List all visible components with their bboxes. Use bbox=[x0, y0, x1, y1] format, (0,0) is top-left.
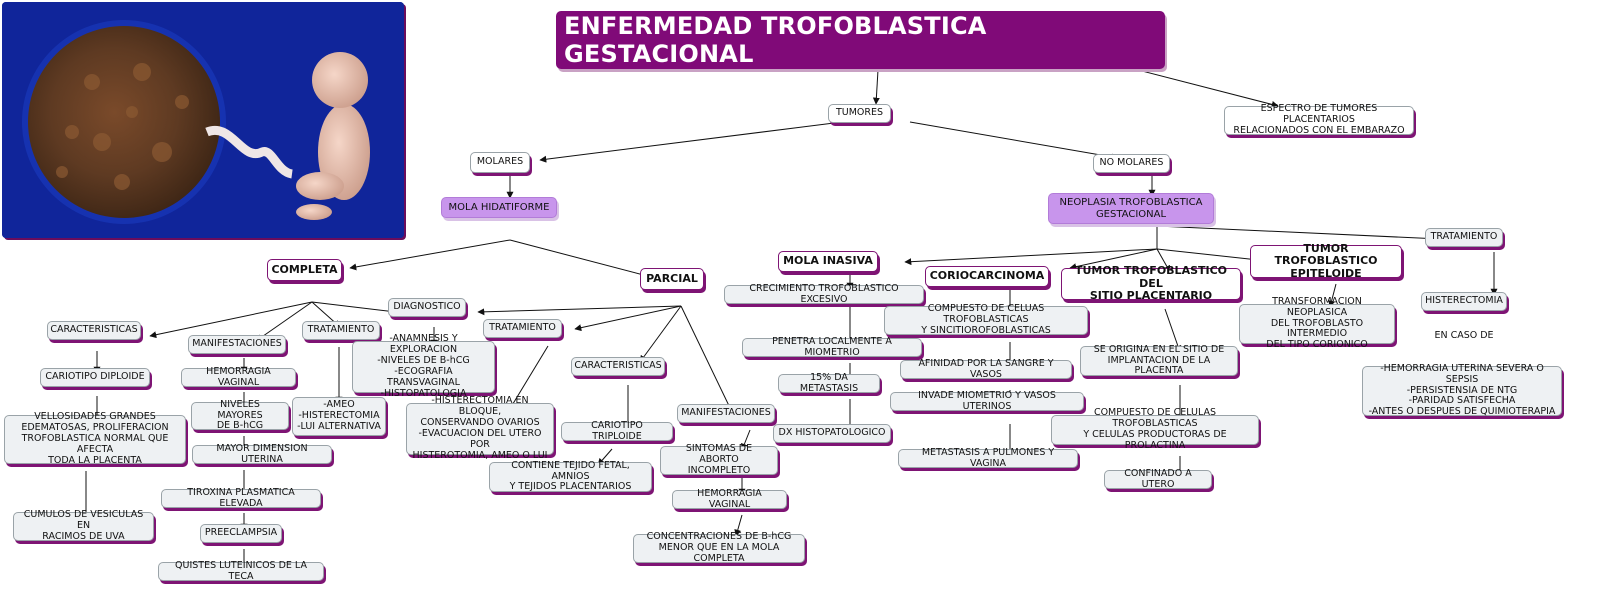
node-no-molares: NO MOLARES bbox=[1093, 154, 1170, 173]
node-tumor-sitio: TUMOR TROFOBLASTICO DEL SITIO PLACENTARI… bbox=[1061, 264, 1241, 302]
node-p-concentraciones: CONCENTRACIONES DE B-hCG MENOR QUE EN LA… bbox=[633, 531, 805, 564]
node-ts-compuesto: COMPUESTO DE CELULAS TROFOBLASTICAS Y CE… bbox=[1051, 407, 1259, 451]
node-p-cariotipo: CARIOTIPO TRIPLOIDE bbox=[561, 420, 673, 441]
node-c-tiroxina: TIROXINA PLASMATICA ELEVADA bbox=[161, 487, 321, 508]
node-p-hemorragia: HEMORRAGIA VAGINAL bbox=[672, 488, 787, 509]
node-mi-dx: DX HISTOPATOLOGICO bbox=[773, 424, 891, 443]
fetus-placenta-image bbox=[2, 2, 404, 238]
node-c-tratamiento: TRATAMIENTO bbox=[302, 321, 380, 340]
node-c-quistes: QUISTES LUTEINICOS DE LA TECA bbox=[158, 560, 324, 581]
node-p-contiene: CONTIENE TEJIDO FETAL, AMNIOS Y TEJIDOS … bbox=[489, 460, 652, 492]
node-mi-penetra: PENETRA LOCALMENTE A MIOMETRIO bbox=[742, 336, 922, 357]
node-p-tratamiento: TRATAMIENTO bbox=[483, 319, 562, 338]
node-mi-metastasis: 15% DA METASTASIS bbox=[778, 372, 880, 393]
node-mola-invasiva: MOLA INASIVA bbox=[778, 251, 878, 272]
node-molares: MOLARES bbox=[470, 152, 530, 173]
node-coriocarcinoma: CORIOCARCINOMA bbox=[925, 266, 1049, 287]
node-diagnostico: DIAGNOSTICO bbox=[388, 298, 466, 317]
node-n-lista: -HEMORRAGIA UTERINA SEVERA O SEPSIS -PER… bbox=[1362, 363, 1562, 417]
node-co-compuesto: COMPUESTO DE CELUAS TROFOBLASTICAS Y SIN… bbox=[884, 303, 1088, 336]
node-diag-list: -ANAMNESIS Y EXPLORACION -NIVELES DE B-h… bbox=[352, 333, 495, 399]
node-tumor-epiteloide: TUMOR TROFOBLASTICO EPITELOIDE bbox=[1250, 242, 1402, 280]
node-c-niveles: NIVELES MAYORES DE B-hCG bbox=[191, 399, 289, 431]
node-espectro: ESPECTRO DE TUMORES PLACENTARIOS RELACIO… bbox=[1224, 103, 1414, 136]
node-ts-confinado: CONFINADO A UTERO bbox=[1104, 468, 1212, 489]
node-c-hemorragia: HEMORRAGIA VAGINAL bbox=[181, 366, 296, 387]
node-completa: COMPLETA bbox=[267, 259, 342, 281]
node-c-cumulos: CUMULOS DE VESICULAS EN RACIMOS DE UVA bbox=[13, 509, 154, 542]
node-p-sintomas: SINTOMAS DE ABORTO INCOMPLETO bbox=[660, 443, 778, 476]
fetus-placenta-illustration bbox=[2, 2, 404, 238]
node-p-manifestaciones: MANIFESTACIONES bbox=[677, 404, 775, 423]
node-mi-crecimiento: CRECIMIENTO TROFOBLASTICO EXCESIVO bbox=[724, 283, 924, 304]
node-p-caracteristicas: CARACTERISTICAS bbox=[571, 357, 665, 376]
node-n-tratamiento: TRATAMIENTO bbox=[1425, 228, 1503, 247]
node-c-preeclampsia: PREECLAMPSIA bbox=[200, 524, 282, 543]
node-c-vellosidades: VELLOSIDADES GRANDES EDEMATOSAS, PROLIFE… bbox=[4, 411, 186, 466]
node-n-encaso: EN CASO DE bbox=[1434, 329, 1494, 341]
node-co-afinidad: AFINIDAD POR LA SANGRE Y VASOS bbox=[900, 358, 1072, 379]
node-p-histerectomia: -HISTERECTOMIA EN BLOQUE, CONSERVANDO OV… bbox=[406, 395, 554, 461]
node-ts-origina: SE ORIGINA EN EL SITIO DE IMPLANTACION D… bbox=[1080, 344, 1238, 376]
node-c-caracteristicas: CARACTERISTICAS bbox=[47, 321, 141, 340]
node-c-cariotipo: CARIOTIPO DIPLOIDE bbox=[40, 368, 150, 387]
node-c-dimension: MAYOR DIMENSION UTERINA bbox=[192, 443, 332, 464]
page-title: ENFERMEDAD TROFOBLASTICA GESTACIONAL bbox=[556, 11, 1165, 69]
node-parcial: PARCIAL bbox=[640, 268, 704, 290]
node-n-histerectomia: HISTERECTOMIA bbox=[1421, 292, 1507, 311]
node-c-ameo: -AMEO -HISTERECTOMIA -LUI ALTERNATIVA bbox=[292, 397, 386, 436]
node-tumores: TUMORES bbox=[828, 104, 891, 123]
node-co-invade: INVADE MIOMETRIO Y VASOS UTERINOS bbox=[890, 390, 1084, 411]
node-mola-hidatiforme: MOLA HIDATIFORME bbox=[441, 197, 557, 218]
node-neoplasia: NEOPLASIA TROFOBLASTICA GESTACIONAL bbox=[1048, 193, 1214, 224]
node-c-manifestaciones: MANIFESTACIONES bbox=[188, 335, 286, 354]
node-te-transformacion: TRANSFORMACION NEOPLASICA DEL TROFOBLAST… bbox=[1239, 296, 1395, 350]
node-co-metastasis: METASTASIS A PULMONES Y VAGINA bbox=[898, 447, 1078, 468]
